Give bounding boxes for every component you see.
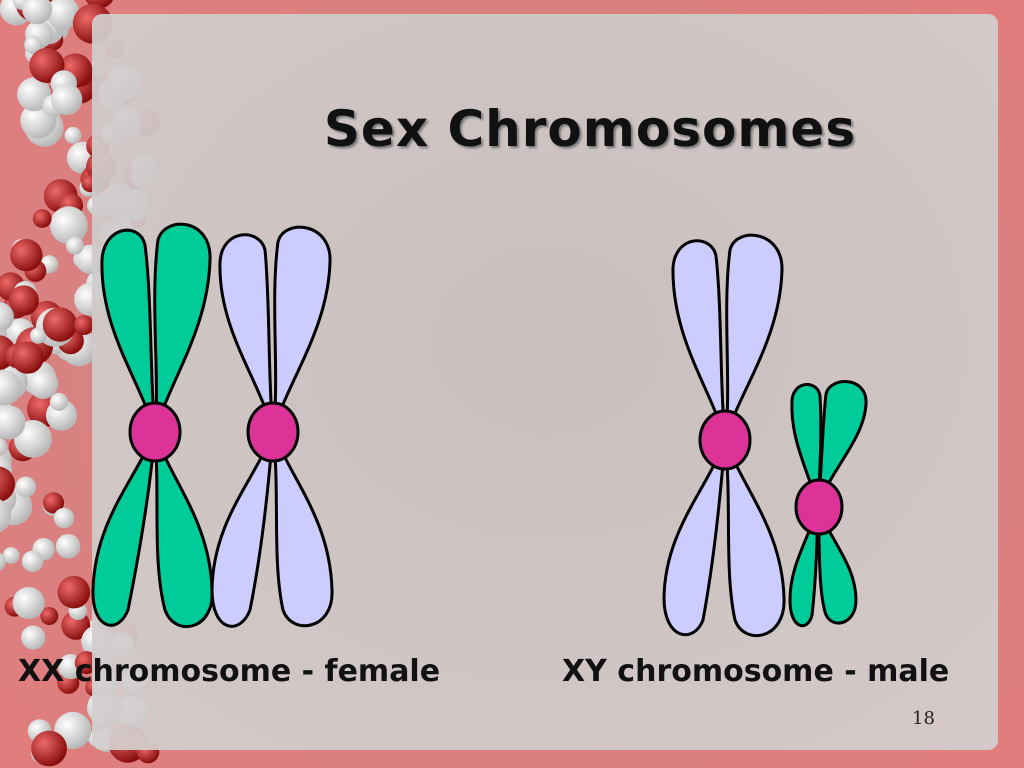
centromere bbox=[794, 478, 844, 536]
chromatid-arm bbox=[723, 438, 786, 637]
dna-bead bbox=[49, 392, 68, 411]
chromatid-arm bbox=[271, 430, 334, 628]
dna-bead bbox=[30, 327, 47, 344]
chromatid-arm bbox=[210, 430, 275, 628]
dna-bead bbox=[12, 587, 45, 619]
page-number: 18 bbox=[912, 708, 935, 729]
centromere bbox=[698, 409, 752, 471]
dna-bead bbox=[24, 35, 43, 55]
dna-bead bbox=[15, 476, 37, 498]
dna-bead bbox=[2, 547, 20, 564]
dna-bead bbox=[8, 285, 39, 316]
dna-bead bbox=[22, 0, 53, 25]
dna-bead bbox=[11, 341, 44, 374]
chromatid-arm bbox=[153, 430, 214, 628]
dna-bead bbox=[21, 625, 46, 650]
x-chromosome-green bbox=[91, 222, 214, 628]
chromatid-arm bbox=[153, 222, 212, 434]
chromatid-arm bbox=[218, 233, 275, 434]
dna-bead bbox=[46, 0, 80, 30]
dna-bead bbox=[40, 607, 59, 625]
chromatid-arm bbox=[671, 239, 727, 442]
dna-bead bbox=[50, 83, 83, 116]
dna-bead bbox=[0, 466, 15, 503]
slide-title: Sex Chromosomes bbox=[323, 100, 857, 158]
dna-bead bbox=[17, 77, 52, 112]
dna-bead bbox=[10, 239, 43, 272]
dna-bead bbox=[73, 315, 94, 335]
dna-bead bbox=[0, 370, 22, 406]
x-chromosome-lavender bbox=[662, 233, 786, 637]
female-caption: XX chromosome - female bbox=[18, 654, 441, 689]
centromere bbox=[246, 401, 300, 463]
chromatid-arm bbox=[662, 438, 727, 637]
y-chromosome-green bbox=[788, 380, 868, 628]
dna-bead bbox=[0, 499, 12, 533]
male-caption: XY chromosome - male bbox=[562, 654, 950, 689]
dna-bead bbox=[31, 730, 68, 767]
dna-bead bbox=[0, 302, 14, 332]
chromatid-arm bbox=[100, 228, 157, 434]
dna-bead bbox=[42, 307, 78, 342]
dna-bead bbox=[57, 575, 91, 609]
dna-bead bbox=[28, 368, 59, 399]
chromatid-arm bbox=[723, 233, 784, 442]
chromatid-arm bbox=[91, 430, 157, 627]
dna-bead bbox=[53, 507, 75, 529]
chromatid-arm bbox=[816, 380, 868, 509]
dna-bead bbox=[66, 236, 84, 255]
dna-bead bbox=[0, 405, 26, 440]
dna-bead bbox=[64, 126, 82, 144]
chromatid-arm bbox=[816, 505, 858, 625]
dna-bead bbox=[55, 534, 81, 559]
x-chromosome-lavender bbox=[210, 225, 334, 628]
centromere bbox=[128, 401, 182, 463]
dna-bead bbox=[32, 209, 52, 228]
dna-bead bbox=[0, 552, 6, 571]
dna-bead bbox=[0, 437, 8, 456]
dna-bead bbox=[50, 206, 88, 245]
chromatid-arm bbox=[271, 225, 332, 434]
dna-bead bbox=[42, 492, 65, 514]
dna-bead bbox=[21, 550, 44, 573]
chromatid-arm bbox=[788, 505, 820, 628]
